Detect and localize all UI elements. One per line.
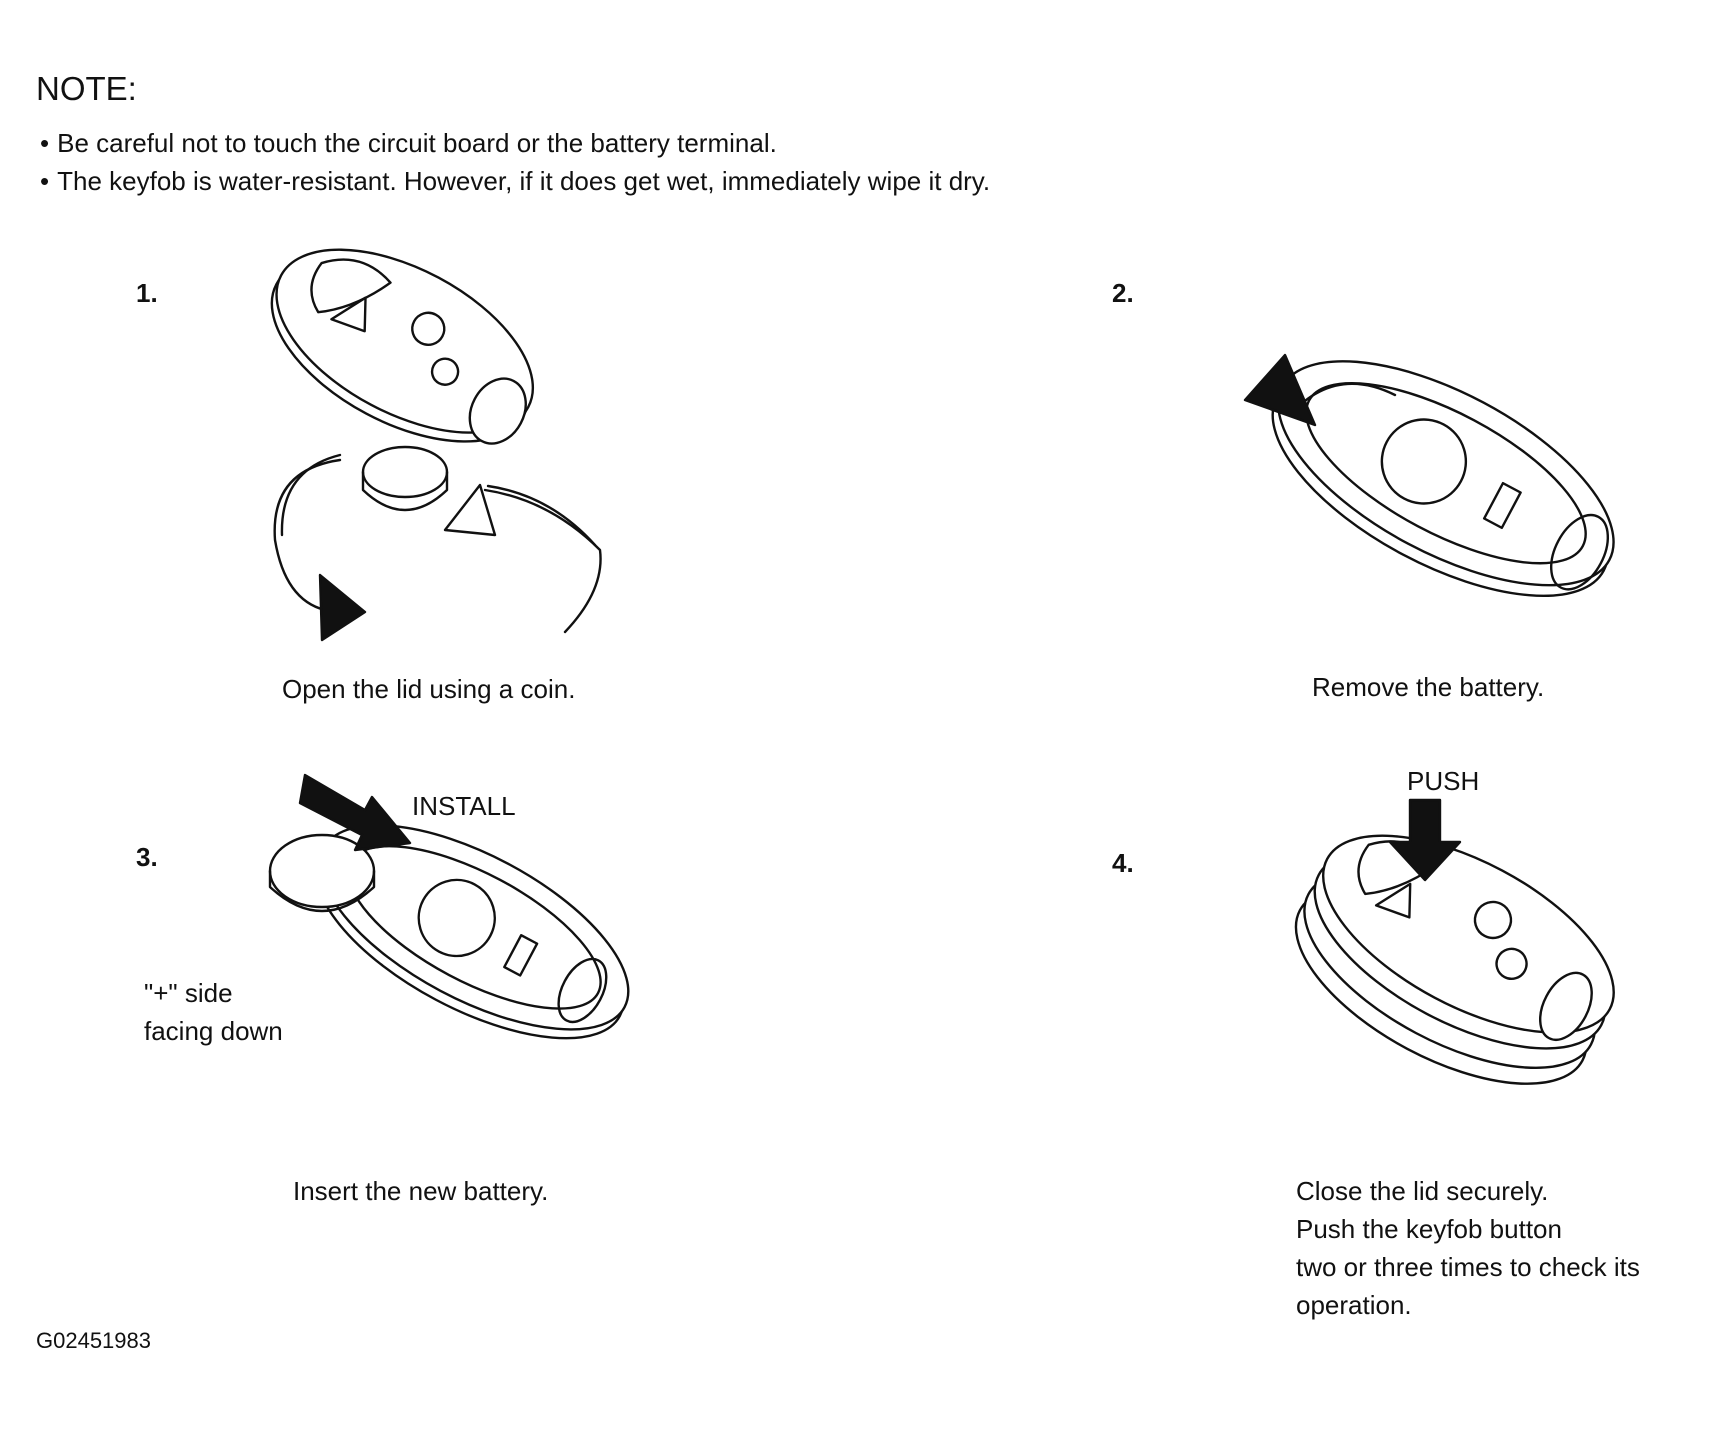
battery-side-label-line1: "+" side <box>144 978 233 1008</box>
step-4-caption-line3: two or three times to check its <box>1296 1252 1640 1282</box>
step-4-caption-line1: Close the lid securely. <box>1296 1176 1549 1206</box>
step-2-battery-removal-illustration <box>1243 353 1615 597</box>
step-1-keyfob-open-illustration <box>270 248 602 642</box>
step-4-caption-line2: Push the keyfob button <box>1296 1214 1562 1244</box>
note-list: Be careful not to touch the circuit boar… <box>40 124 990 200</box>
step-2-number: 2. <box>1112 278 1134 308</box>
step-1-number: 1. <box>136 278 158 308</box>
step-4-number: 4. <box>1112 848 1134 878</box>
install-label: INSTALL <box>412 791 516 821</box>
step-4-caption-line4: operation. <box>1296 1290 1412 1320</box>
figure-code: G02451983 <box>36 1328 151 1353</box>
push-label: PUSH <box>1407 766 1480 796</box>
step-4-close-lid-illustration <box>1294 798 1615 1085</box>
battery-side-label-line2: facing down <box>144 1016 283 1046</box>
step-3-number: 3. <box>136 842 158 872</box>
step-3-caption: Insert the new battery. <box>293 1176 549 1206</box>
note-bullet: Be careful not to touch the circuit boar… <box>40 124 990 162</box>
note-title: NOTE: <box>36 70 137 107</box>
note-bullet: The keyfob is water-resistant. However, … <box>40 162 990 200</box>
step-3-battery-insert-illustration <box>268 773 630 1040</box>
step-1-caption: Open the lid using a coin. <box>282 674 576 704</box>
step-2-caption: Remove the battery. <box>1312 672 1545 702</box>
